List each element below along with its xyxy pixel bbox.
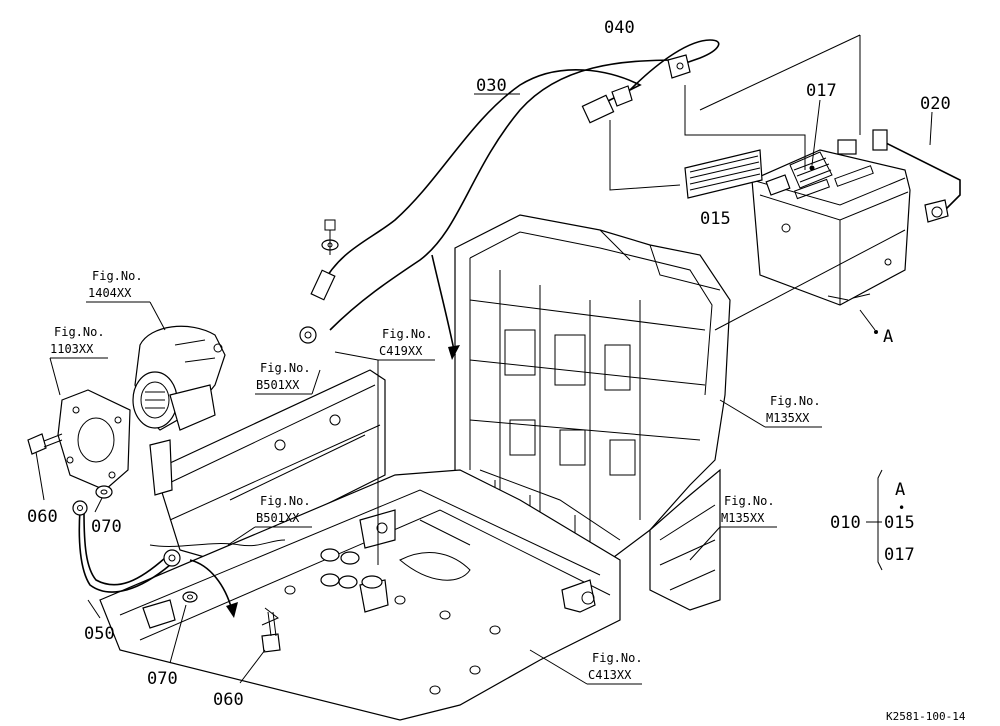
washer-070-upper: [95, 485, 113, 499]
kit-item-017: 017: [884, 545, 915, 565]
figref-m135a-line2: M135XX: [766, 411, 810, 425]
leader-lines: [609, 34, 906, 331]
drawing-number: K2581-100-14: [886, 710, 966, 723]
figref-1103-line1: Fig.No.: [54, 325, 105, 339]
figref-c419-line1: Fig.No.: [382, 327, 433, 341]
part-015-label: 015: [700, 209, 731, 229]
figref-leaders: [49, 93, 822, 685]
part-060-lower-label: 060: [213, 690, 244, 710]
figref-m135a-line1: Fig.No.: [770, 394, 821, 408]
ground-cable-050: [72, 500, 181, 593]
partnum-leaders: [35, 99, 933, 684]
frame-rails: [99, 369, 621, 721]
battery: [751, 139, 911, 306]
figref-m135b-line1: Fig.No.: [724, 494, 775, 508]
part-020-label: 020: [920, 94, 951, 114]
bolt-060-lower: [261, 607, 281, 653]
part-070-lower-label: 070: [147, 669, 178, 689]
figref-b501a-line2: B501XX: [256, 378, 300, 392]
part-017-label: 017: [806, 81, 837, 101]
bracket-tab: [142, 599, 176, 629]
part-040-label: 040: [604, 18, 635, 38]
figref-b501b-line2: B501XX: [256, 511, 300, 525]
battery-holddown: [872, 129, 961, 223]
kit-bracket: [866, 469, 883, 571]
bolt-060-upper: [27, 433, 63, 455]
marker-a-dot: [874, 330, 878, 334]
marker-a-label: A: [883, 327, 893, 347]
cable-030: [299, 59, 681, 344]
part-070-upper-label: 070: [91, 517, 122, 537]
engine-plate: [57, 389, 131, 491]
kit-parent-label: 010: [830, 513, 861, 533]
figref-b501b-line1: Fig.No.: [260, 494, 311, 508]
mounts: [320, 509, 596, 613]
figref-c419-line2: C419XX: [379, 344, 423, 358]
washer-070-lower: [182, 591, 198, 603]
harness-wire: [149, 539, 286, 547]
kit-header: A: [895, 480, 905, 500]
motion-arrows: [189, 254, 460, 618]
part-030-label: 030: [476, 76, 507, 96]
cable-040: [629, 39, 720, 91]
figref-1103-line2: 1103XX: [50, 342, 94, 356]
starter-motor: [132, 325, 226, 431]
part-050-label: 050: [84, 624, 115, 644]
battery-frame: [454, 214, 731, 611]
kit-dot: •: [898, 501, 905, 515]
part-060-upper-label: 060: [27, 507, 58, 527]
figref-1404-line2: 1404XX: [88, 286, 132, 300]
figref-c413-line1: Fig.No.: [592, 651, 643, 665]
figref-c413-line2: C413XX: [588, 668, 632, 682]
battery-insulator: [684, 149, 763, 199]
figref-1404-line1: Fig.No.: [92, 269, 143, 283]
kit-item-015: 015: [884, 513, 915, 533]
figref-b501a-line1: Fig.No.: [260, 361, 311, 375]
figref-m135b-line2: M135XX: [721, 511, 765, 525]
